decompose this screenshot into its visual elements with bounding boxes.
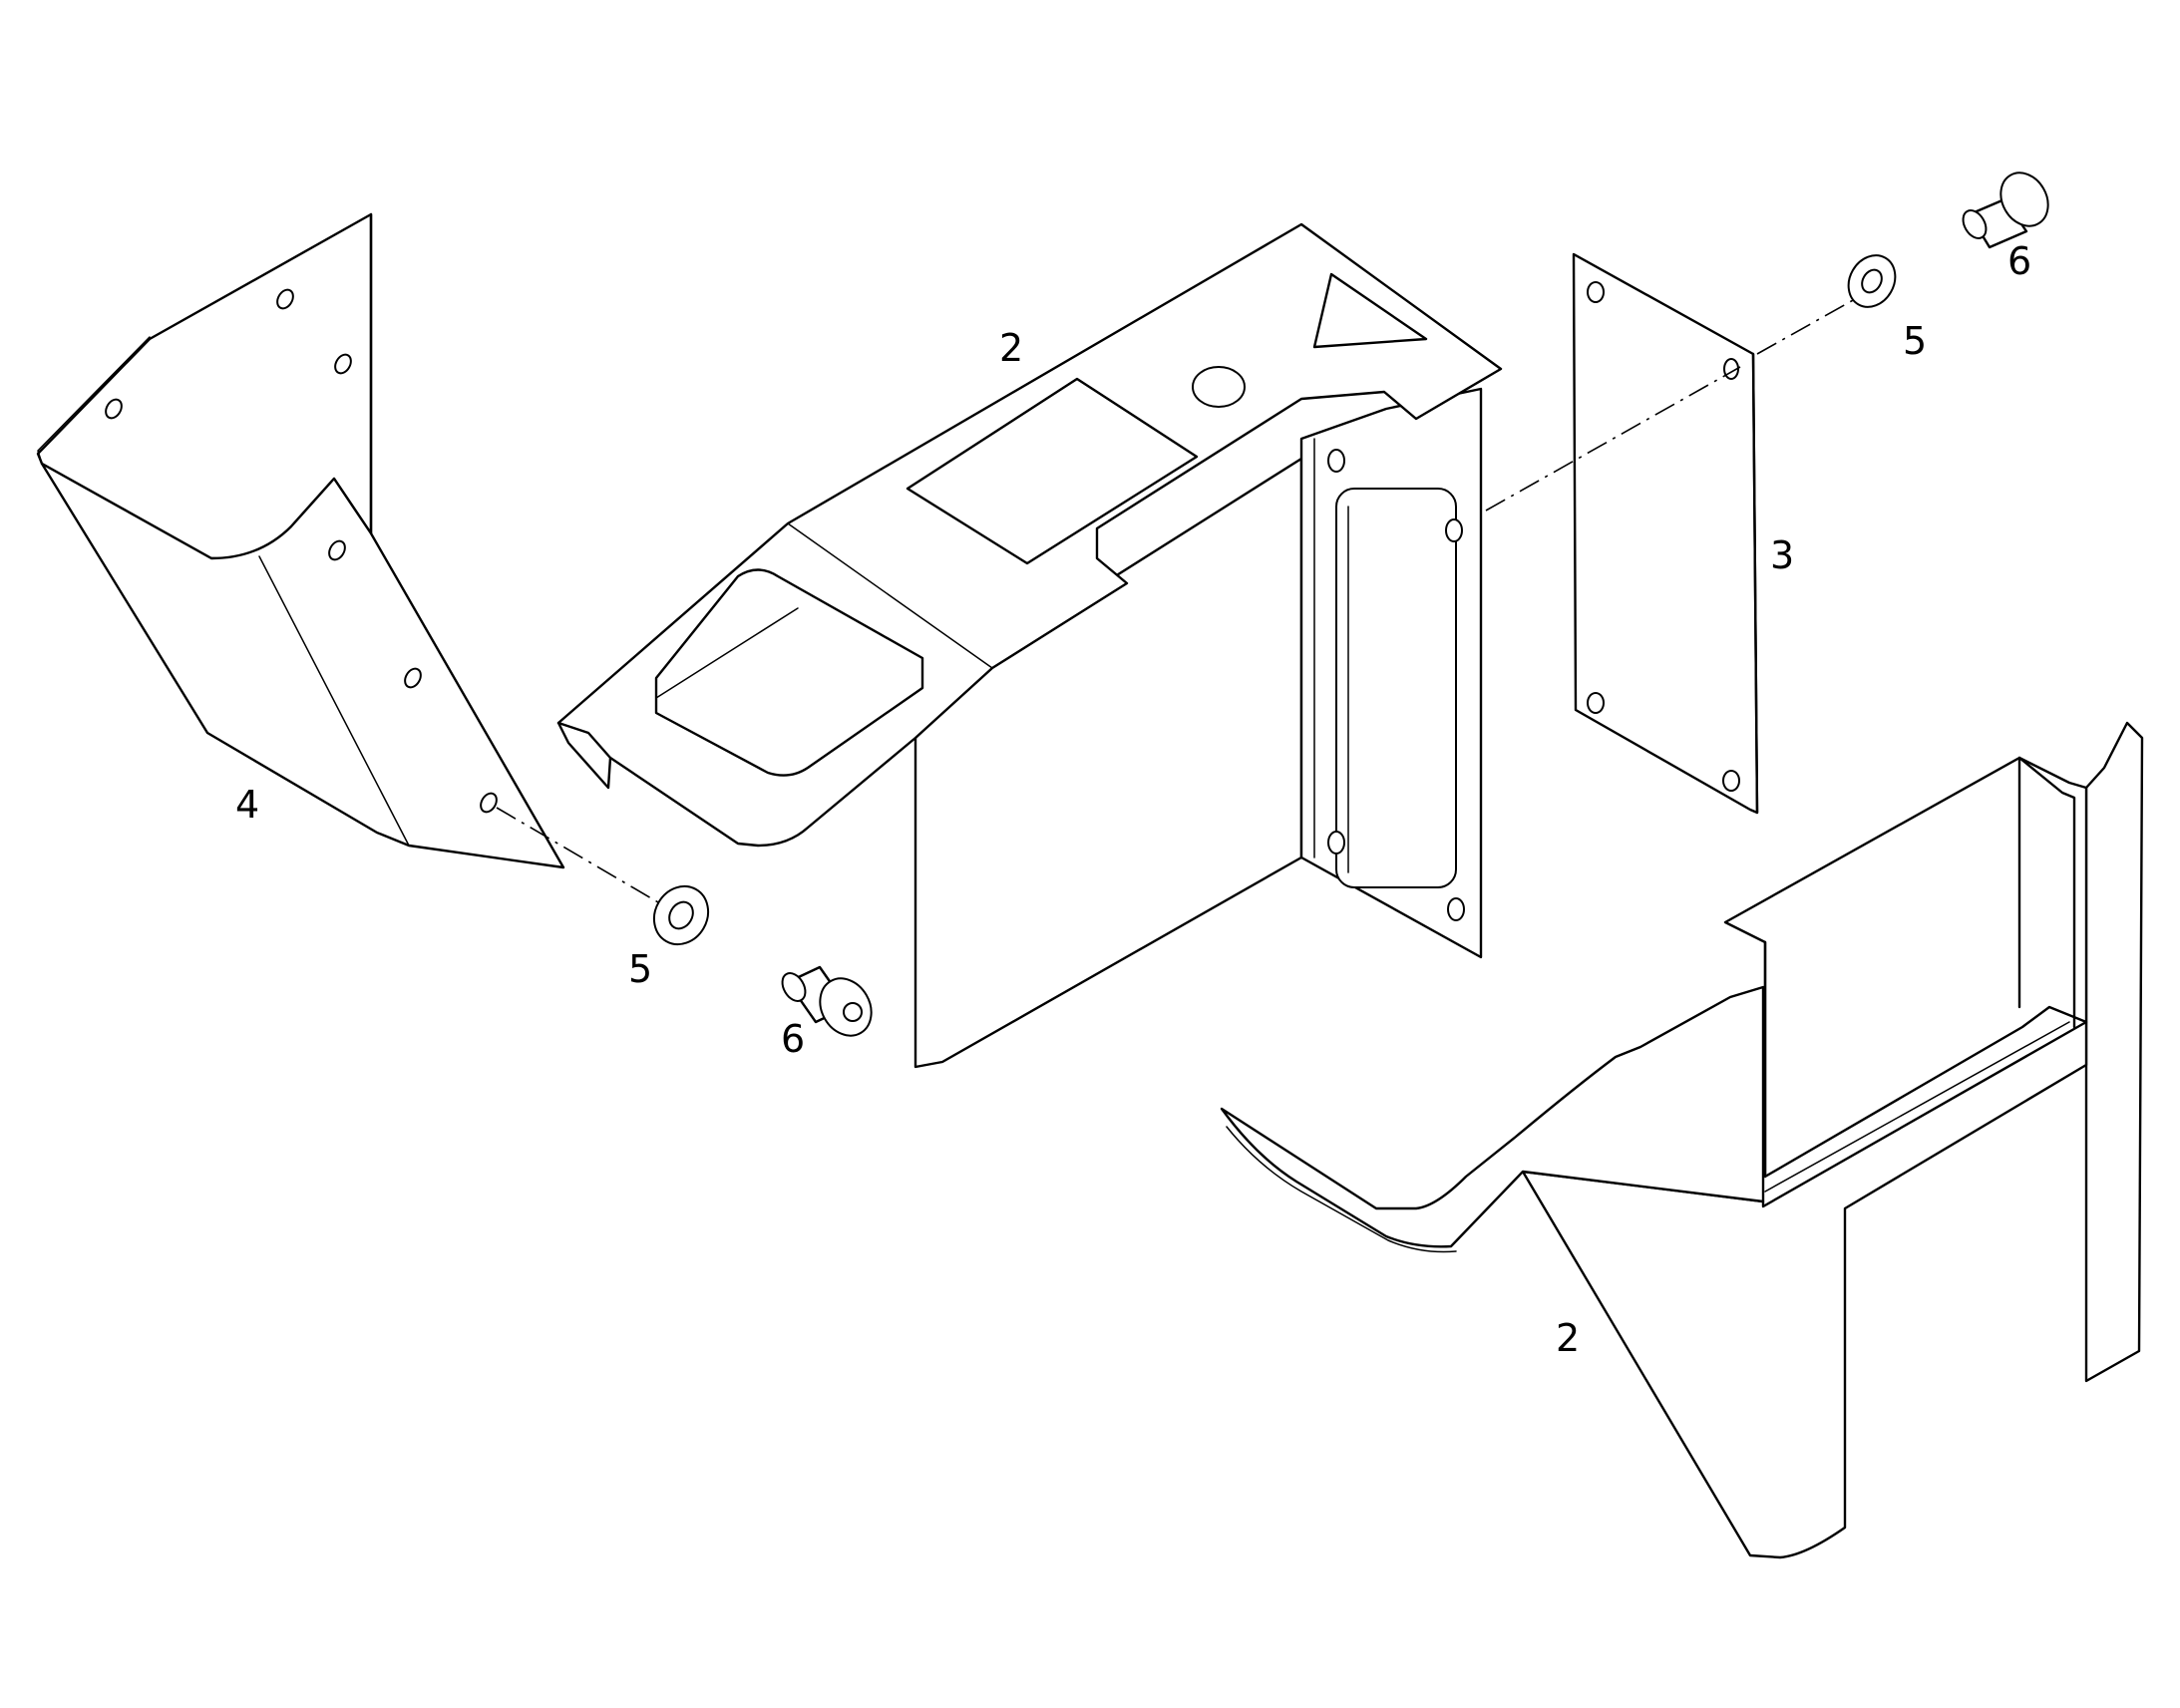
part-angle-bracket: [36, 212, 565, 869]
callout-washer-left: 5: [628, 947, 652, 991]
callout-top-bracket: 2: [999, 326, 1023, 370]
part-lower-bracket: [1220, 721, 2144, 1559]
callout-screw-left: 6: [781, 1017, 805, 1061]
axis-line-right: [1485, 298, 1856, 512]
callout-screw-right: 6: [2007, 239, 2031, 283]
callout-angle-bracket: 4: [235, 783, 259, 827]
part-screw-left: [781, 965, 873, 1037]
part-cover-plate: [1572, 252, 1759, 815]
callout-cover-plate: 3: [1770, 533, 1794, 577]
part-top-bracket: [556, 222, 1503, 1069]
callout-washer-right: 5: [1903, 319, 1927, 363]
callout-lower-bracket: 2: [1556, 1316, 1580, 1360]
part-washer-left: [652, 884, 710, 946]
part-washer-right: [1847, 254, 1897, 308]
axis-line-left: [496, 807, 659, 903]
part-screw-right: [1962, 171, 2049, 249]
